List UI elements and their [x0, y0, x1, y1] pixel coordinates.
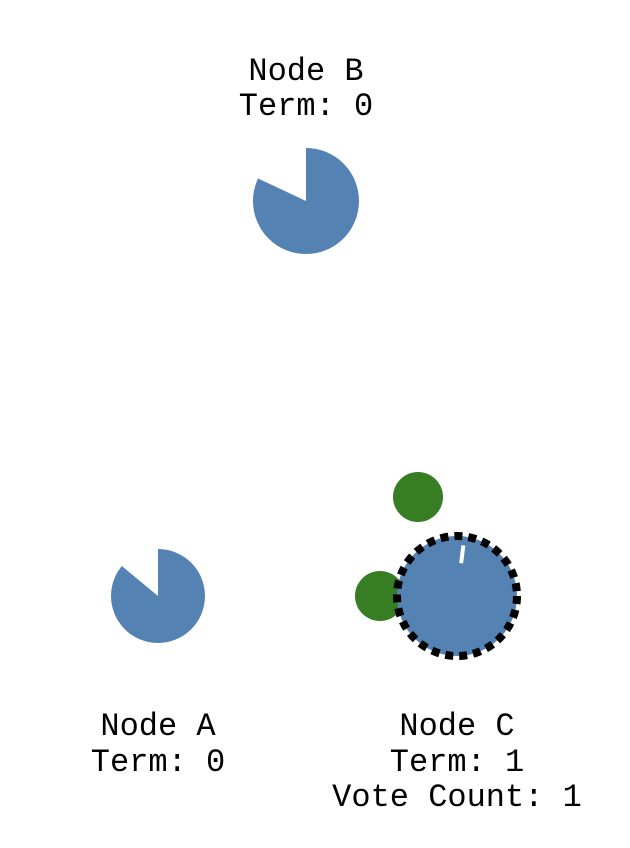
request-vote-message-to-b [393, 472, 443, 522]
node-c-vote-count: Vote Count: 1 [332, 779, 582, 816]
node-b-timer-gap [257, 147, 306, 201]
node-c-timer-gap [459, 545, 466, 564]
node-a-name: Node A [100, 708, 216, 745]
node-c-candidate-ring [393, 532, 521, 660]
node-b-name: Node B [248, 53, 363, 90]
node-c-circle [397, 536, 517, 656]
node-c[interactable] [393, 532, 521, 660]
node-a[interactable] [111, 548, 205, 643]
node-b[interactable] [253, 147, 359, 254]
node-c-name: Node C [399, 708, 514, 745]
node-a-term: Term: 0 [91, 744, 225, 781]
node-a-timer-gap [121, 548, 158, 596]
node-c-term: Term: 1 [390, 744, 524, 781]
node-b-term: Term: 0 [239, 88, 373, 125]
request-vote-message-to-a [355, 571, 405, 621]
